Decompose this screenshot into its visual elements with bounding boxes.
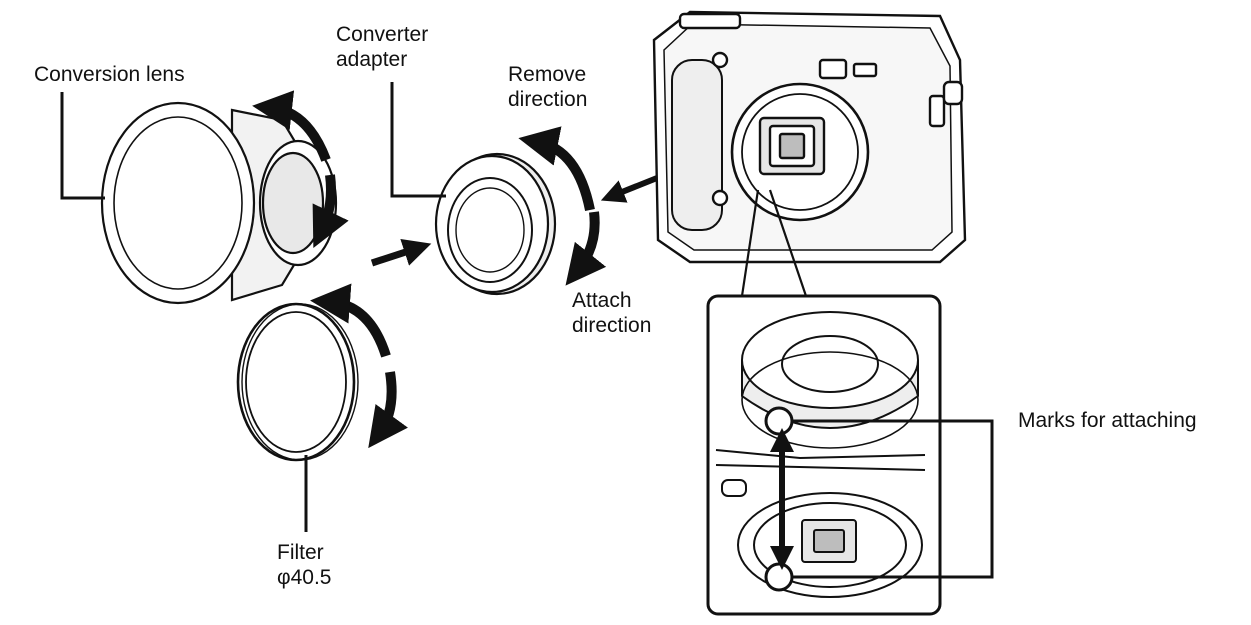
converter-adapter [434,152,557,296]
conversion-lens-label: Conversion lens [34,63,185,86]
filter-rotation-arrow-top [310,283,391,358]
converter-adapter-line-1: Converter [336,23,429,46]
marks-leader [792,419,994,579]
attach-mark-bottom [764,562,794,592]
filter-line-2: φ40.5 [277,566,332,589]
attach-direction-line-2: direction [572,314,652,337]
filter-ring [236,302,359,462]
filter-label: Filter φ40.5 [277,540,332,590]
attach-direction-label: Attach direction [572,288,651,338]
conversion-lens [100,101,338,305]
camera-body [652,10,967,264]
filter-rotation-arrow-bottom [368,371,408,449]
converter-adapter-leader [390,82,446,198]
converter-adapter-line-2: adapter [336,48,408,71]
remove-direction-label: Remove direction [508,62,587,112]
lens-rotation-arrow-top [252,90,331,162]
remove-direction-line-2: direction [508,88,588,111]
remove-direction-line-1: Remove [508,63,587,86]
adapter-attach-arrow [565,211,607,286]
attach-direction-line-1: Attach [572,289,632,312]
marks-for-attaching-label: Marks for attaching [1018,409,1197,432]
conversion-lens-leader [60,92,105,200]
insert-arrow [370,239,432,267]
lens-rotation-arrow-bottom [312,174,349,249]
adapter-remove-arrow [518,126,595,212]
filter-line-1: Filter [277,541,324,564]
converter-adapter-label: Converter adapter [336,22,428,72]
inset-callout-lines [740,189,808,297]
attach-mark-top [764,406,794,436]
